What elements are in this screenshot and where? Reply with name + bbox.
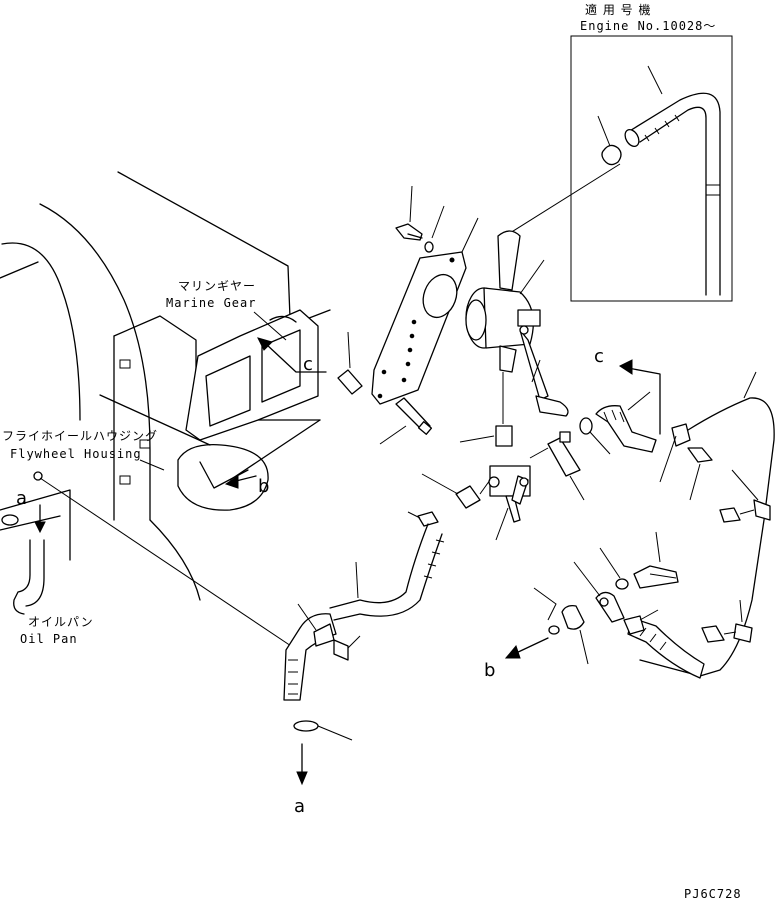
union-fitting — [547, 437, 581, 477]
flywheel-housing-label-jp: フライホイールハウジング — [2, 429, 158, 443]
clip-right — [753, 499, 771, 521]
applicable-engine-inset — [501, 35, 733, 302]
ref-a-label-left: a — [16, 488, 27, 509]
pump-outlet-pipe — [497, 230, 521, 291]
clip-bolt-right — [719, 507, 741, 523]
hose-clamp-right — [579, 417, 593, 435]
pump-handle-arm — [519, 329, 549, 401]
ref-b-arrow-right — [513, 637, 549, 655]
hose-nut — [417, 511, 439, 527]
eye-joint — [595, 591, 625, 623]
nipple-fitting — [495, 425, 513, 447]
valve-assembly — [488, 465, 531, 523]
inset-title-jp: 適 用 号 機 — [585, 2, 651, 17]
clip-upper — [671, 423, 691, 447]
hose-clamp-bottom — [293, 720, 319, 732]
clip-lower-right — [733, 623, 753, 643]
ref-c-label-left: c — [303, 354, 313, 375]
marine-gear-label-jp: マリンギヤー — [178, 279, 256, 293]
flywheel-housing-label-en: Flywheel Housing — [10, 447, 142, 461]
marine-gear-label-en: Marine Gear — [166, 296, 256, 310]
spacer — [337, 369, 363, 395]
bolt-top — [395, 223, 423, 241]
hand-pump — [465, 230, 569, 417]
engine-housing-outline — [0, 171, 331, 615]
ref-c-label-right: c — [594, 346, 604, 367]
ref-a-label-bottom: a — [294, 796, 305, 817]
inset-hose — [627, 92, 721, 296]
spacer-collar — [561, 604, 585, 630]
small-clamp — [623, 615, 645, 635]
pump-bracket — [371, 251, 467, 405]
ref-b-label-right: b — [484, 660, 495, 681]
clip-bolt-upper — [687, 447, 713, 463]
washer-lower — [615, 578, 629, 590]
ref-c-arrow-right — [627, 367, 661, 435]
marine-gear-mount — [185, 309, 319, 441]
ref-c-arrow-left — [265, 343, 327, 373]
drawing-code: PJ6C728 — [684, 887, 742, 901]
inset-clamp — [601, 144, 622, 166]
lower-right-hose — [627, 617, 705, 679]
ref-b-label-left: b — [258, 476, 269, 497]
washer-top — [424, 241, 434, 253]
oil-pan-label-en: Oil Pan — [20, 632, 78, 646]
inset-frame — [570, 35, 733, 302]
oil-pan-label-jp: オイルパン — [28, 615, 94, 629]
clip-bolt-lower-right — [701, 625, 725, 643]
washer-small — [548, 625, 560, 635]
elbow-fitting — [455, 485, 481, 509]
pump-handle-grip — [535, 395, 569, 417]
long-bolt-lower — [633, 565, 679, 589]
inset-hose-end — [624, 128, 640, 148]
clip-bolt — [333, 639, 349, 661]
upper-right-hose — [595, 405, 657, 453]
inset-engine-no: Engine No.10028～ — [580, 19, 716, 33]
bracket-plate — [371, 251, 467, 405]
